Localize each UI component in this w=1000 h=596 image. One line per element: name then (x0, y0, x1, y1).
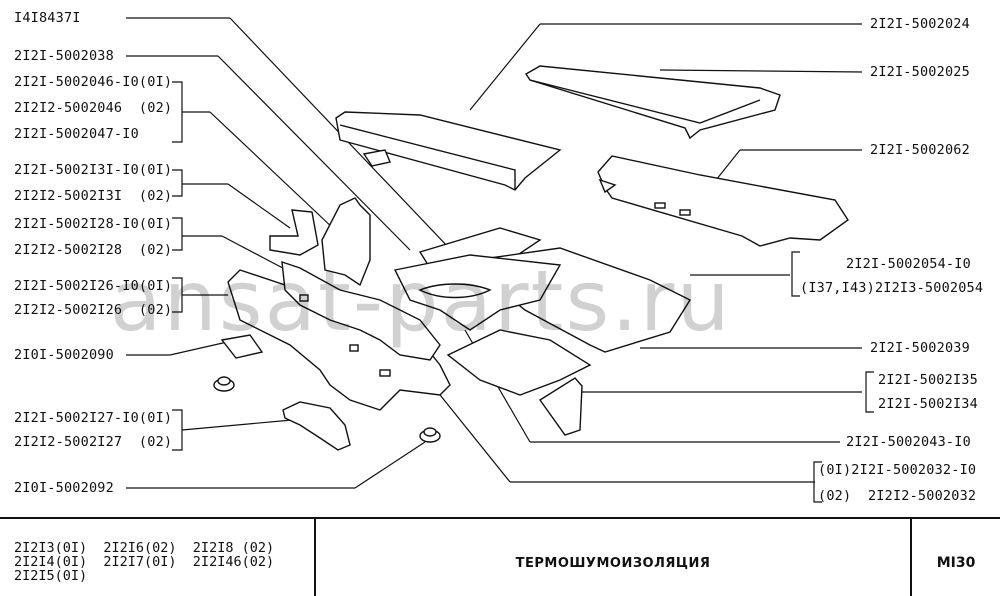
label-part-14184371: I4I8437I (14, 10, 81, 26)
label-part-2121-5002043-10: 2I2I-5002043-I0 (846, 434, 971, 450)
models-cell: 2I2I3(0I) 2I2I6(02) 2I2I8 (02) 2I2I4(0I)… (0, 519, 316, 596)
title-block: 2I2I3(0I) 2I2I6(02) 2I2I8 (02) 2I2I4(0I)… (0, 517, 1000, 596)
label-part-2121-5002039: 2I2I-5002039 (870, 340, 970, 356)
label-part-2121-5002024: 2I2I-5002024 (870, 16, 970, 32)
exploded-parts-diagram (126, 17, 874, 503)
label-part-21212-5002131: 2I2I2-5002I3I (02) (14, 188, 173, 204)
label-part-2121-5002025: 2I2I-5002025 (870, 64, 970, 80)
label-part-2121-5002127-10: 2I2I-5002I27-I0(0I) (14, 410, 173, 426)
label-part-2121-5002062: 2I2I-5002062 (870, 142, 970, 158)
label-part-2121-5002032-10: (0I)2I2I-5002032-I0 (818, 462, 977, 478)
label-part-21212-5002046: 2I2I2-5002046 (02) (14, 100, 173, 116)
code-cell: МI30 (912, 519, 1000, 596)
label-part-2121-5002131-10: 2I2I-5002I3I-I0(0I) (14, 162, 173, 178)
label-part-21213-5002054: (I37,I43)2I2I3-5002054 (800, 280, 984, 296)
drawing-title: ТЕРМОШУМОИЗОЛЯЦИЯ (515, 556, 711, 571)
label-part-21212-5002032: (02) 2I2I2-5002032 (818, 488, 977, 504)
title-cell: ТЕРМОШУМОИЗОЛЯЦИЯ (316, 519, 912, 596)
label-part-21212-5002128: 2I2I2-5002I28 (02) (14, 242, 173, 258)
label-part-2121-5002126-10: 2I2I-5002I26-I0(0I) (14, 278, 173, 294)
label-part-2121-5002128-10: 2I2I-5002I28-I0(0I) (14, 216, 173, 232)
label-part-2121-5002038: 2I2I-5002038 (14, 48, 114, 64)
label-part-2101-5002092: 2I0I-5002092 (14, 480, 114, 496)
label-part-21212-5002127: 2I2I2-5002I27 (02) (14, 434, 173, 450)
label-part-2101-5002090: 2I0I-5002090 (14, 347, 114, 363)
label-part-2121-5002047-10: 2I2I-5002047-I0 (14, 126, 139, 142)
sheet-code: МI30 (936, 555, 976, 571)
label-part-2121-5002054-10: 2I2I-5002054-I0 (846, 256, 971, 272)
model-list: 2I2I3(0I) 2I2I6(02) 2I2I8 (02) 2I2I4(0I)… (14, 540, 275, 584)
label-part-2121-5002046-10: 2I2I-5002046-I0(0I) (14, 74, 173, 90)
label-part-2121-5002134: 2I2I-5002I34 (878, 396, 978, 412)
label-part-21212-5002126: 2I2I2-5002I26 (02) (14, 302, 173, 318)
label-part-2121-5002135: 2I2I-5002I35 (878, 372, 978, 388)
